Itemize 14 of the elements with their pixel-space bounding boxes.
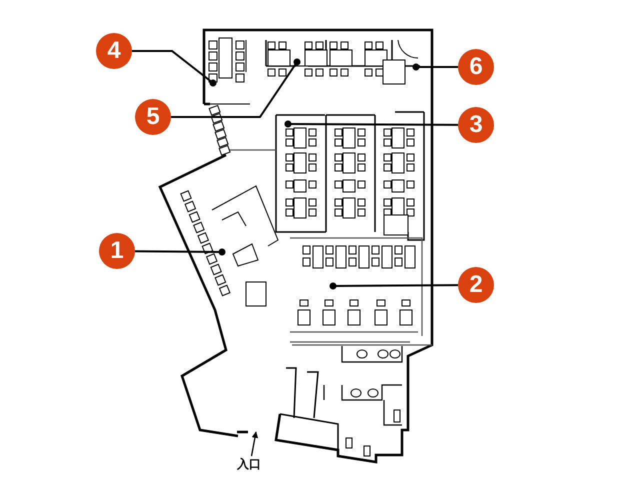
callout-number: 1 — [99, 233, 135, 269]
callout-number: 2 — [458, 267, 494, 303]
callout-number: 5 — [135, 99, 171, 135]
callout-number: 3 — [458, 107, 494, 143]
callout-number: 6 — [458, 49, 494, 85]
callout-number: 4 — [96, 33, 132, 69]
leader-line — [412, 64, 458, 70]
leader-line — [171, 58, 300, 118]
arrow — [250, 431, 258, 456]
leader-line — [134, 248, 226, 256]
leader-line — [284, 120, 458, 128]
leader-line — [132, 50, 216, 86]
leader-line — [330, 282, 458, 290]
entrance-label: 入口 — [237, 457, 261, 471]
